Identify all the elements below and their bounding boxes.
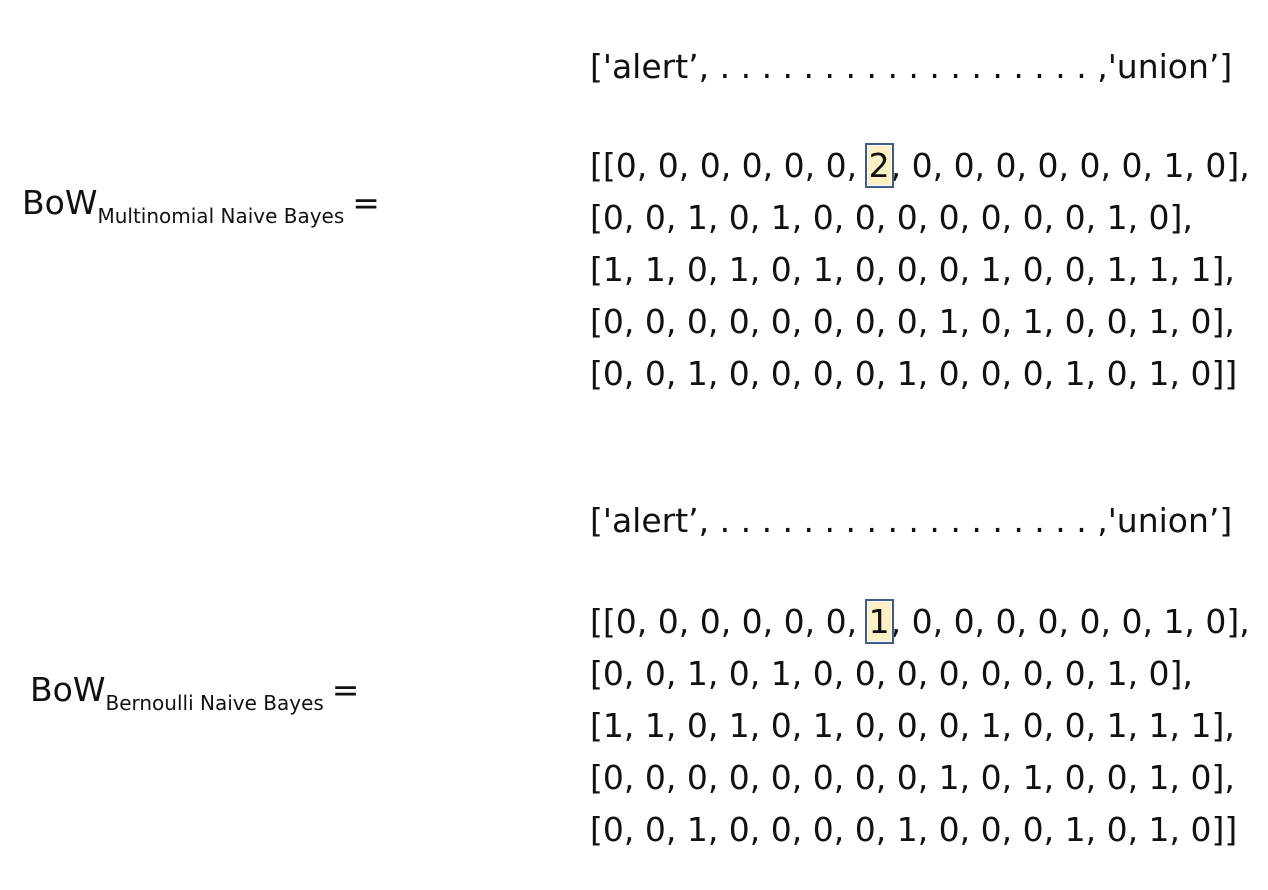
matrix-row: [[0, 0, 0, 0, 0, 0, 1, 0, 0, 0, 0, 0, 0,… — [590, 596, 1250, 648]
multinomial-matrix: [[0, 0, 0, 0, 0, 0, 2, 0, 0, 0, 0, 0, 0,… — [590, 140, 1250, 400]
bernoulli-label: BoWBernoulli Naive Bayes = — [30, 673, 359, 713]
label-subscript: Multinomial Naive Bayes — [97, 204, 345, 228]
highlighted-binary-cell: 1 — [864, 599, 894, 644]
row-prefix: [[0, 0, 0, 0, 0, 0, — [590, 602, 868, 641]
matrix-row: [1, 1, 0, 1, 0, 1, 0, 0, 0, 1, 0, 0, 1, … — [590, 706, 1235, 745]
matrix-row: [0, 0, 1, 0, 1, 0, 0, 0, 0, 0, 0, 0, 1, … — [590, 198, 1193, 237]
row-prefix: [[0, 0, 0, 0, 0, 0, — [590, 146, 868, 185]
matrix-row: [0, 0, 0, 0, 0, 0, 0, 0, 1, 0, 1, 0, 0, … — [590, 758, 1235, 797]
label-bow: BoW — [30, 670, 106, 709]
bernoulli-vocab: ['alert’, . . . . . . . . . . . . . . . … — [590, 501, 1233, 540]
row-suffix: , 0, 0, 0, 0, 0, 0, 1, 0], — [890, 146, 1250, 185]
matrix-row: [0, 0, 1, 0, 1, 0, 0, 0, 0, 0, 0, 0, 1, … — [590, 654, 1193, 693]
label-equals: = — [352, 183, 380, 222]
multinomial-label: BoWMultinomial Naive Bayes = — [22, 186, 380, 226]
matrix-row: [0, 0, 0, 0, 0, 0, 0, 0, 1, 0, 1, 0, 0, … — [590, 302, 1235, 341]
matrix-row: [0, 0, 1, 0, 0, 0, 0, 1, 0, 0, 0, 1, 0, … — [590, 810, 1238, 849]
label-equals: = — [331, 670, 360, 709]
highlighted-count-cell: 2 — [864, 143, 894, 188]
row-suffix: , 0, 0, 0, 0, 0, 0, 1, 0], — [890, 602, 1250, 641]
label-bow: BoW — [22, 183, 98, 222]
multinomial-vocab: ['alert’, . . . . . . . . . . . . . . . … — [590, 47, 1233, 86]
matrix-row: [1, 1, 0, 1, 0, 1, 0, 0, 0, 1, 0, 0, 1, … — [590, 250, 1235, 289]
bernoulli-matrix: [[0, 0, 0, 0, 0, 0, 1, 0, 0, 0, 0, 0, 0,… — [590, 596, 1250, 856]
matrix-row: [0, 0, 1, 0, 0, 0, 0, 1, 0, 0, 0, 1, 0, … — [590, 354, 1238, 393]
label-subscript: Bernoulli Naive Bayes — [105, 691, 324, 715]
matrix-row: [[0, 0, 0, 0, 0, 0, 2, 0, 0, 0, 0, 0, 0,… — [590, 140, 1250, 192]
